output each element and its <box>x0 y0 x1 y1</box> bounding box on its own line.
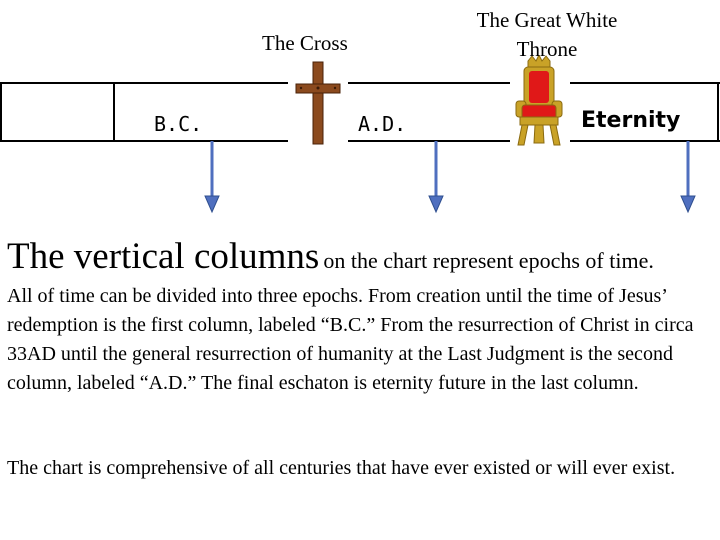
throne-icon <box>508 55 570 150</box>
cross-title: The Cross <box>262 31 348 56</box>
paragraph-epochs: All of time can be divided into three ep… <box>7 282 719 398</box>
throne-title-line2: Throne <box>462 35 632 64</box>
throne-title-line1: The Great White <box>462 6 632 35</box>
column-label-eternity: Eternity <box>581 108 680 133</box>
heading-rest: on the chart represent epochs of time. <box>323 248 653 273</box>
arrow-down-icon-ad <box>429 141 443 212</box>
paragraph-comprehensive: The chart is comprehensive of all centur… <box>7 454 719 483</box>
column-label-bc: B.C. <box>154 112 202 136</box>
heading-emphasis: The vertical columns <box>7 236 319 277</box>
explanation-heading: The vertical columns on the chart repres… <box>7 235 654 278</box>
arrow-down-icon-bc <box>205 141 219 212</box>
arrow-down-icon-eternity <box>681 141 695 212</box>
cross-icon <box>288 58 348 148</box>
throne-title: The Great White Throne <box>462 6 632 64</box>
column-label-ad: A.D. <box>358 112 406 136</box>
